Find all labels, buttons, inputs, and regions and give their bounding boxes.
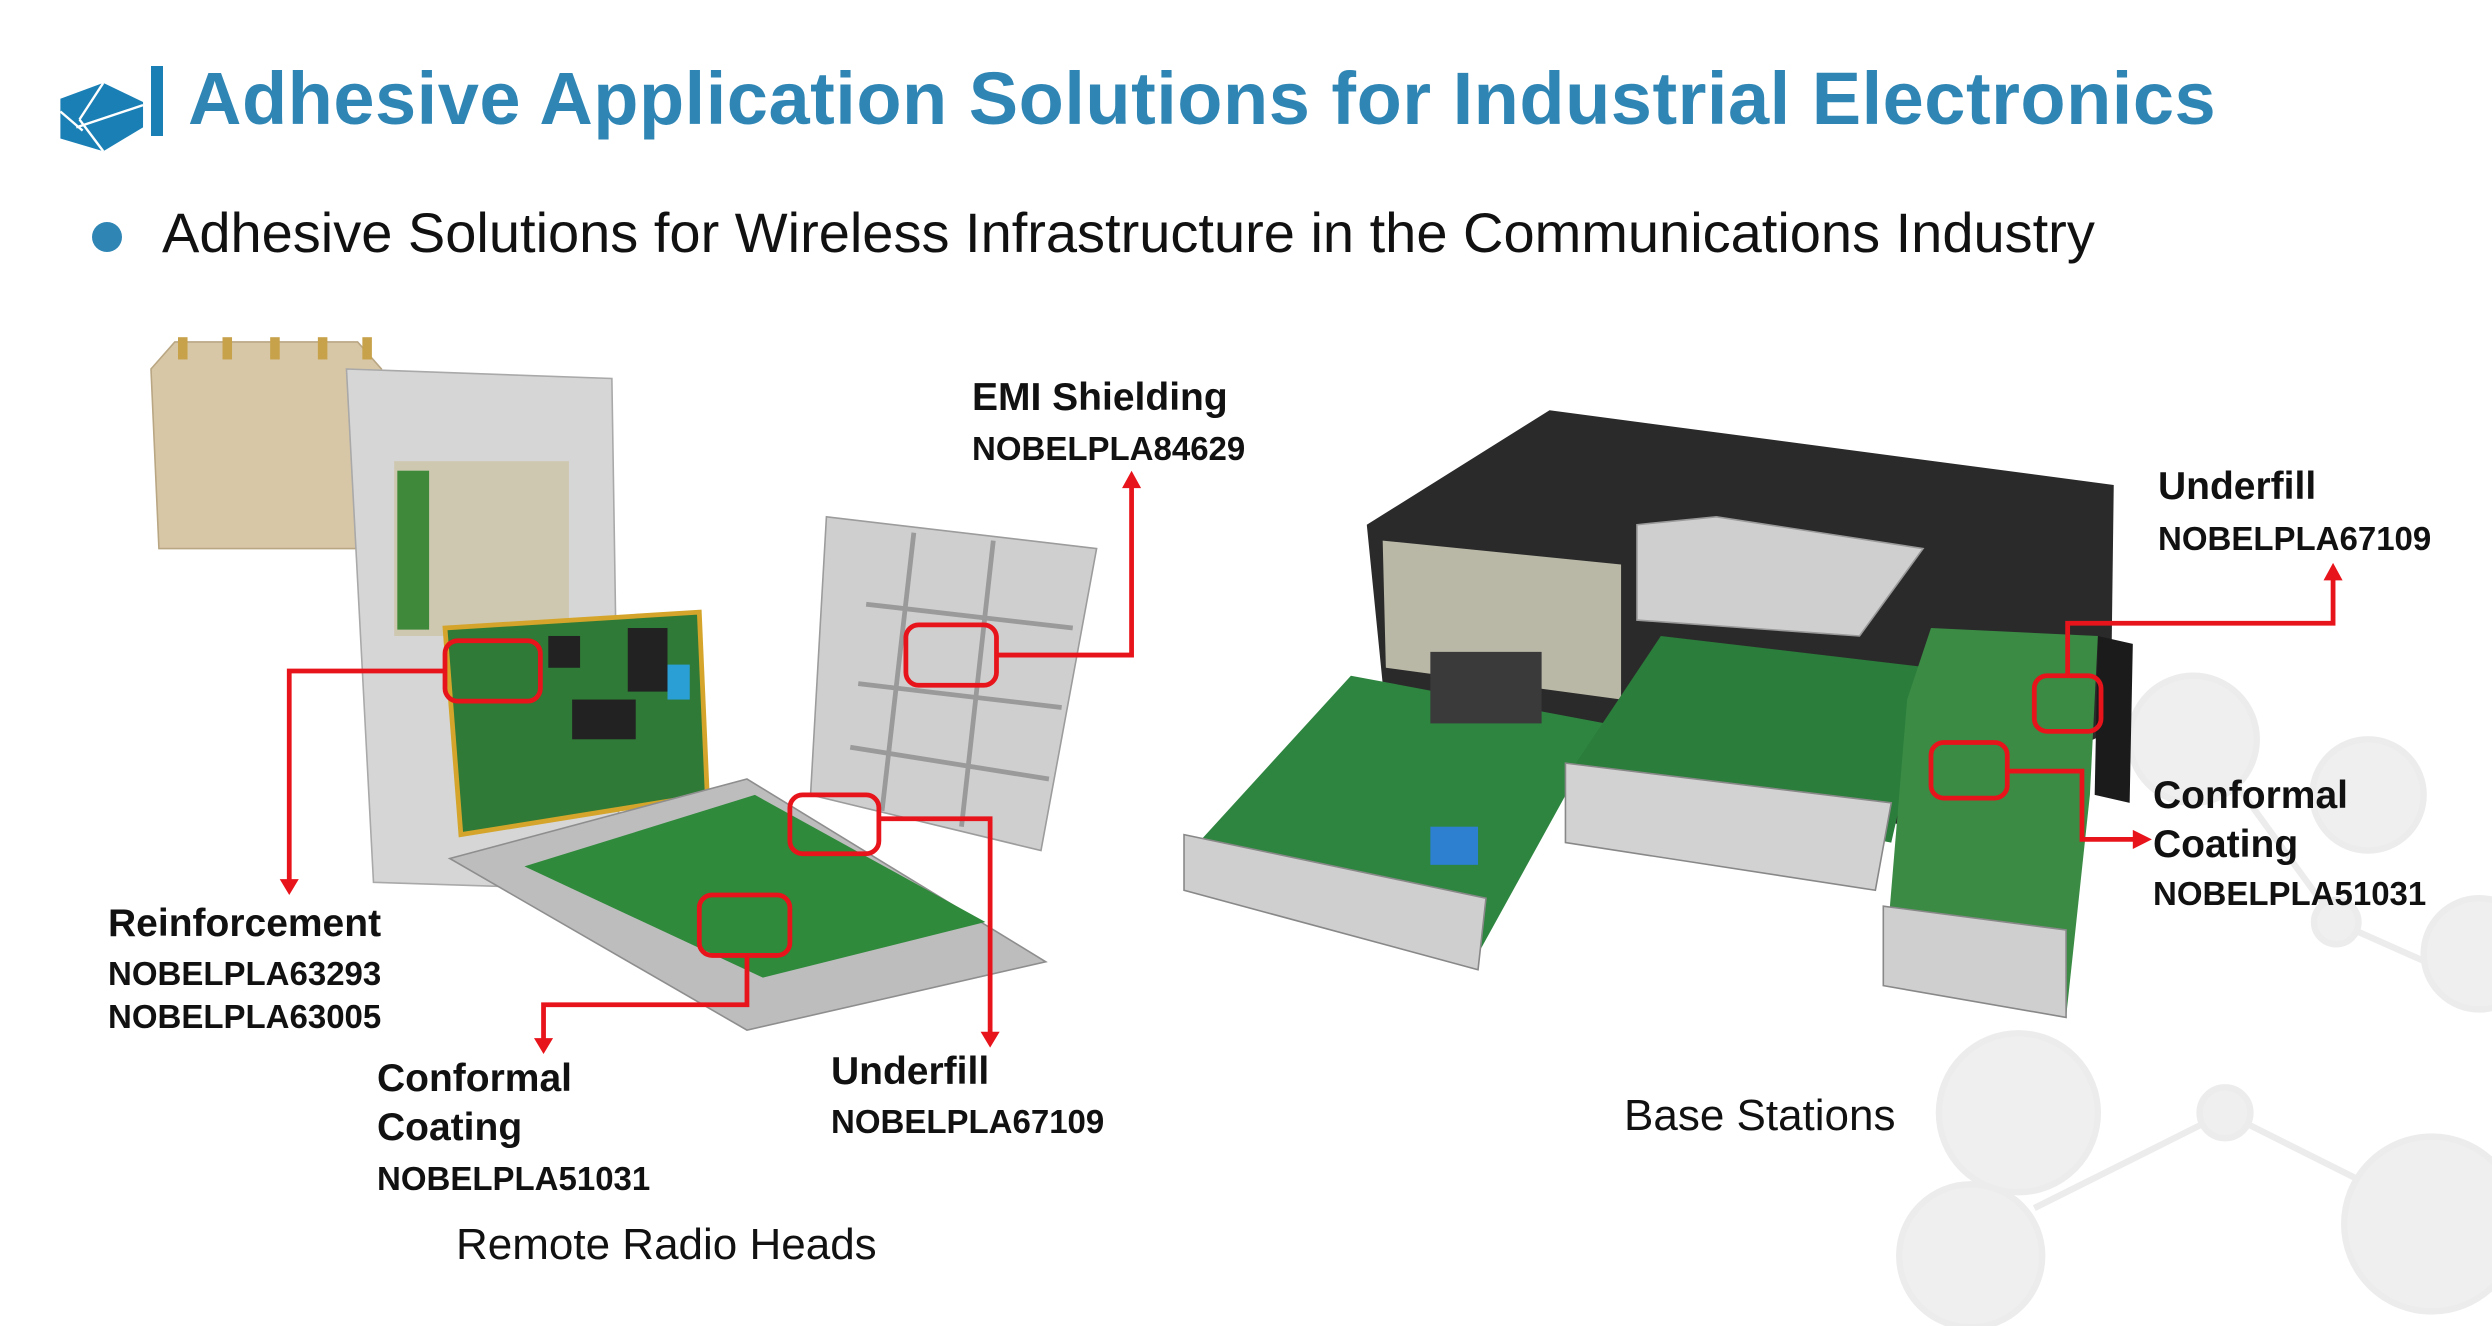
callout-box-underfill-rrh xyxy=(787,792,882,857)
page-subtitle: Adhesive Solutions for Wireless Infrastr… xyxy=(162,201,2095,264)
molecule-background xyxy=(1896,672,2492,1326)
caption-base-stations: Base Stations xyxy=(1624,1091,1896,1140)
callout-conformal-rrh-code: NOBELPLA51031 xyxy=(377,1160,651,1197)
caption-remote-radio-heads: Remote Radio Heads xyxy=(456,1220,877,1269)
callout-conformal-rrh-label-1: Conformal xyxy=(377,1057,572,1100)
bullet-icon xyxy=(92,222,122,252)
callout-underfill-bs-label: Underfill xyxy=(2158,465,2317,508)
callout-reinforcement-label: Reinforcement xyxy=(108,902,382,945)
callout-emi-shielding-label: EMI Shielding xyxy=(972,376,1228,419)
callout-conformal-bs-label-1: Conformal xyxy=(2153,774,2348,817)
base-station-image xyxy=(1183,410,2133,1019)
callout-emi-shielding-code: NOBELPLA84629 xyxy=(972,430,1246,467)
callout-reinforcement-code-2: NOBELPLA63005 xyxy=(108,998,382,1035)
callout-conformal-rrh-label-2: Coating xyxy=(377,1106,523,1149)
title-accent-bar xyxy=(151,66,163,136)
callout-underfill-bs-code: NOBELPLA67109 xyxy=(2158,520,2432,557)
arrowheads xyxy=(279,470,2343,1054)
callout-underfill-rrh-code: NOBELPLA67109 xyxy=(831,1103,1105,1140)
callout-conformal-bs-code: NOBELPLA51031 xyxy=(2153,875,2427,912)
page-title: Adhesive Application Solutions for Indus… xyxy=(188,57,2217,140)
company-logo xyxy=(59,82,144,152)
callout-underfill-rrh-label: Underfill xyxy=(831,1050,990,1093)
callout-reinforcement-code-1: NOBELPLA63293 xyxy=(108,955,382,992)
callout-conformal-bs-label-2: Coating xyxy=(2153,823,2299,866)
callout-markers xyxy=(286,486,2336,1040)
